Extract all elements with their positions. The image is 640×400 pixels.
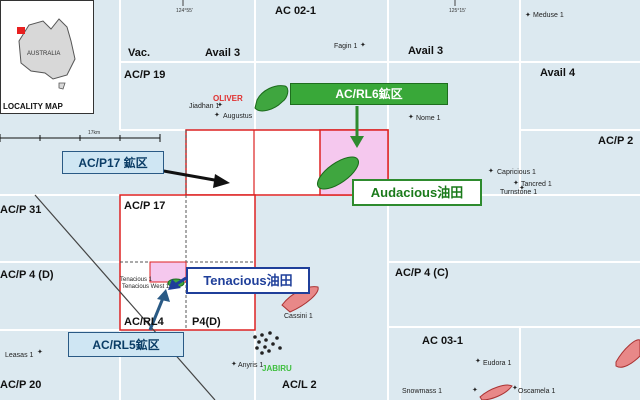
pink-field-3	[615, 339, 640, 368]
ac-rl5-arrow	[148, 289, 170, 331]
block-ac-03-1: AC 03-1	[422, 335, 463, 347]
block-ac-p-4-d-west: AC/P 4 (D)	[0, 269, 54, 281]
oliver-field	[254, 85, 289, 112]
jabiru-wells	[253, 331, 282, 355]
scale-bar	[0, 134, 161, 142]
well-label-augustus: Augustus	[223, 113, 253, 120]
well-label-meduse: Meduse 1	[533, 12, 564, 19]
pink-field-2	[479, 384, 513, 400]
well-label-capricious: Capricious 1	[497, 169, 536, 176]
well-label-tenacious-west: Tenacious West 1	[122, 284, 170, 290]
svg-text:✦: ✦	[214, 111, 220, 119]
svg-text:✦: ✦	[519, 184, 525, 192]
block-avail-4: Avail 4	[540, 67, 576, 79]
callout-ac-rl6: AC/RL6鉱区	[290, 83, 448, 105]
well-label-nome: Nome 1	[416, 115, 441, 122]
well-label-tenacious-1: Tenacious 1	[120, 277, 153, 283]
block-ac-p-4-c: AC/P 4 (C)	[395, 267, 449, 279]
field-label-oliver: OLIVER	[213, 94, 243, 103]
well-label-padhan: Jiadhan 1	[189, 103, 220, 110]
longitude-label-east: 125°15'	[449, 8, 466, 14]
well-label-tancred: Tancred 1	[521, 181, 552, 188]
svg-text:✦: ✦	[475, 357, 481, 365]
svg-text:✦: ✦	[513, 179, 519, 187]
block-ac-p-17: AC/P 17	[124, 200, 166, 212]
well-label-fagin: Fagin 1	[334, 43, 358, 50]
locality-marker	[17, 27, 25, 34]
longitude-label-west: 124°55'	[176, 8, 193, 14]
well-markers: ✦ ✦ ✦ ✦ ✦ ✦ ✦ ✦ ✦ ✦ ✦ ✦ ✦	[37, 11, 531, 394]
block-ac-l-2: AC/L 2	[282, 379, 317, 391]
well-label-oscamela: Oscamela 1	[518, 388, 556, 395]
svg-text:✦: ✦	[217, 101, 223, 109]
well-label-turnstone: Turnstone 1	[500, 189, 538, 196]
audacious-field	[317, 156, 359, 190]
callout-audacious: Audacious油田	[352, 179, 482, 206]
svg-text:✦: ✦	[512, 384, 518, 392]
svg-text:✦: ✦	[231, 360, 237, 368]
tenacious-arrow	[168, 276, 187, 290]
svg-text:AUSTRALIA: AUSTRALIA	[27, 51, 60, 57]
callout-ac-rl5: AC/RL5鉱区	[68, 332, 184, 357]
ac-rl6-arrow	[350, 106, 364, 148]
block-ac-p-19: AC/P 19	[124, 69, 166, 81]
svg-text:✦: ✦	[37, 348, 43, 356]
longitude-ticks	[182, 0, 456, 6]
australia-outline-icon: AUSTRALIA	[1, 1, 93, 101]
block-ac-rl5	[149, 261, 187, 283]
callout-tenacious: Tenacious油田	[186, 267, 310, 294]
svg-text:✦: ✦	[472, 386, 478, 394]
svg-text:✦: ✦	[360, 41, 366, 49]
block-ac-02-1: AC 02-1	[275, 5, 316, 17]
block-p4-d: P4(D)	[192, 316, 221, 328]
block-avail-3-east: Avail 3	[408, 45, 444, 57]
well-label-snowmass: Snowmass 1	[402, 388, 443, 395]
svg-text:✦: ✦	[488, 167, 494, 175]
svg-text:✦: ✦	[525, 11, 531, 19]
well-label-cassini: Cassini 1	[284, 313, 313, 320]
well-label-eudora: Eudora 1	[483, 360, 512, 367]
block-ac-rl4: AC/RL4	[124, 316, 164, 328]
block-avail-3-west: Avail 3	[205, 47, 241, 59]
ac-p17-arrow	[157, 168, 230, 188]
locality-map-caption: LOCALITY MAP	[3, 102, 63, 111]
block-vac: Vac.	[128, 47, 151, 59]
svg-text:✦: ✦	[408, 113, 414, 121]
diagonal-boundary	[34, 194, 216, 400]
block-ac-p-20: AC/P 20	[0, 379, 42, 391]
locality-inset: AUSTRALIA LOCALITY MAP	[0, 0, 94, 114]
field-label-jabiru: JABIRU	[262, 364, 292, 373]
well-label-anyris: Anyris 1	[238, 362, 264, 369]
callout-ac-p17: AC/P17 鉱区	[62, 151, 164, 174]
block-ac-p-2: AC/P 2	[598, 135, 634, 147]
scale-bar-label: 17km	[88, 130, 101, 136]
well-label-leasas: Leasas 1	[5, 352, 34, 359]
block-ac-p-31: AC/P 31	[0, 204, 42, 216]
